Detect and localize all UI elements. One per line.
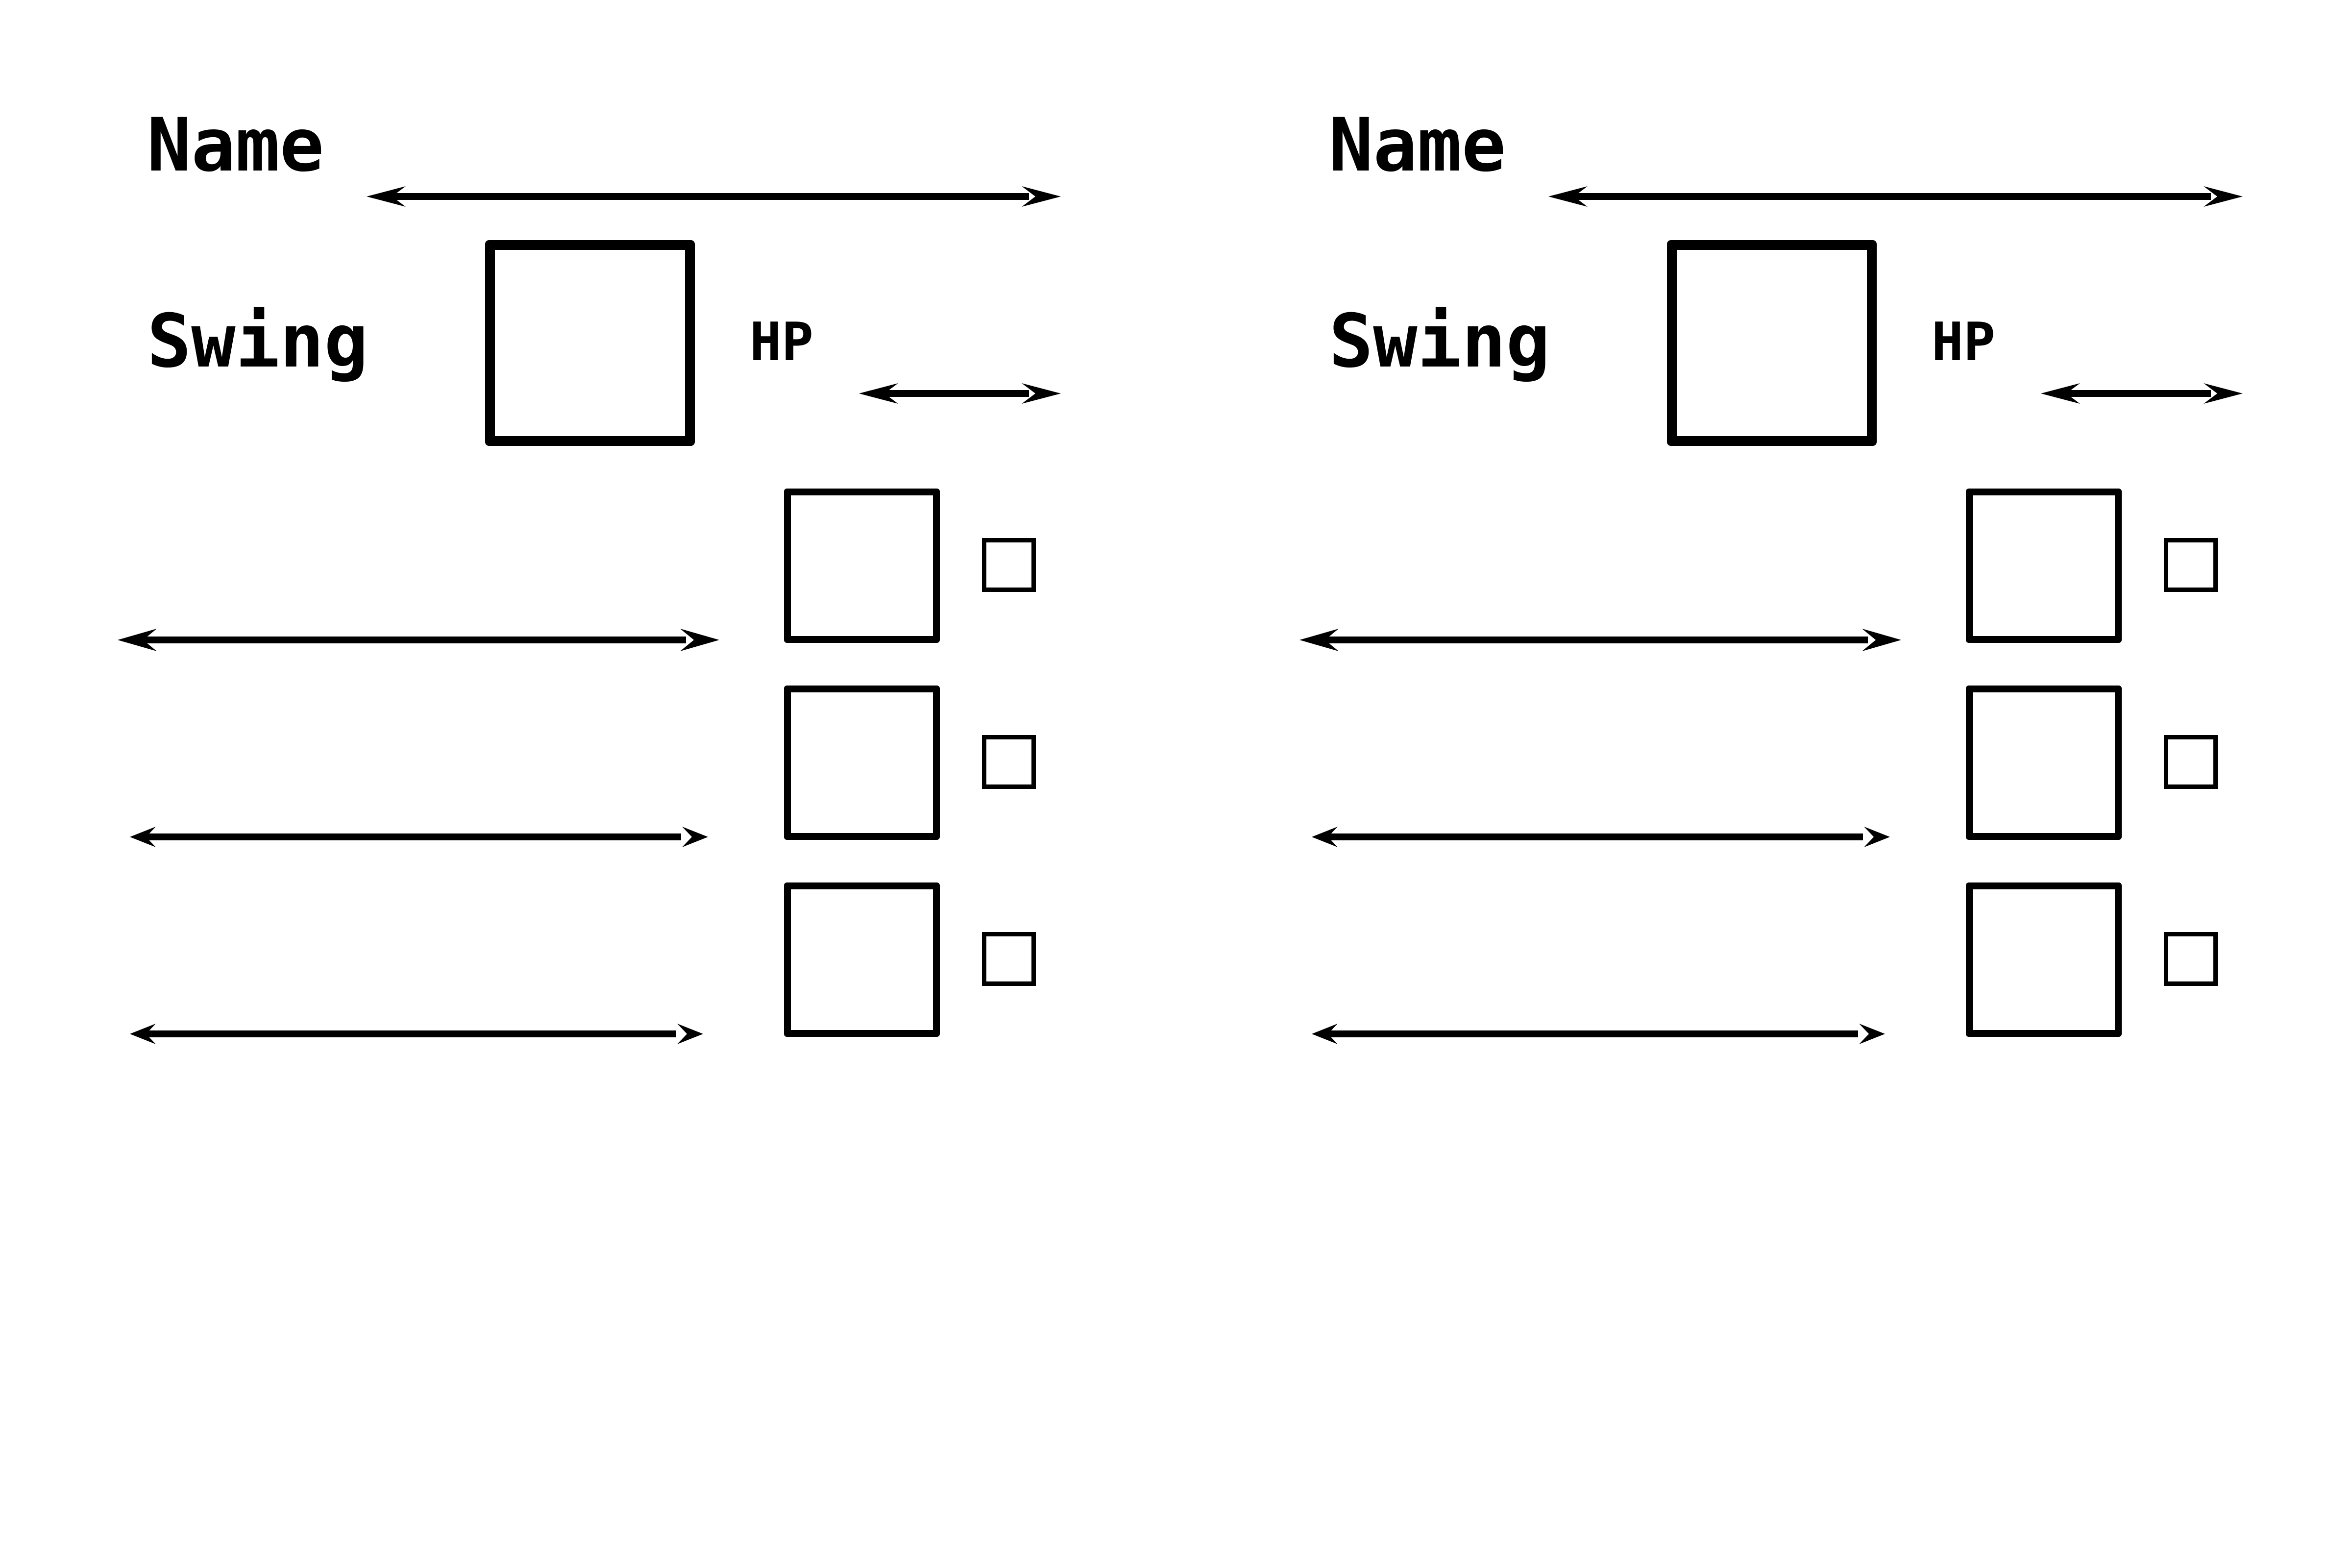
entry-value-box[interactable] (784, 489, 940, 643)
entry-line[interactable] (1312, 827, 1890, 847)
arrowhead-icon (2204, 186, 2243, 207)
name-field-line[interactable] (1548, 186, 2243, 207)
entry-checkbox[interactable] (982, 735, 1036, 789)
arrowhead-icon (1022, 383, 1061, 404)
entry-value-box[interactable] (1966, 686, 2122, 840)
name-field-line[interactable] (367, 186, 1061, 207)
record-card-1: Name Swing HP (118, 103, 1061, 1044)
arrowhead-icon (130, 1024, 156, 1044)
arrowhead-icon (118, 629, 157, 651)
arrowhead-icon (677, 1024, 703, 1044)
arrowhead-icon (1864, 827, 1890, 847)
arrowhead-icon (859, 383, 898, 404)
entry-value-box[interactable] (1966, 489, 2122, 643)
swing-box[interactable] (485, 240, 695, 446)
entry-checkbox[interactable] (2164, 735, 2218, 789)
hp-label: HP (1932, 312, 1996, 373)
hp-field-line[interactable] (859, 383, 1061, 404)
entry-checkbox[interactable] (2164, 538, 2218, 592)
arrowhead-icon (1299, 629, 1339, 651)
arrowhead-icon (1862, 629, 1901, 651)
entry-line[interactable] (118, 629, 719, 651)
arrowhead-icon (1022, 186, 1061, 207)
arrowhead-icon (130, 827, 156, 847)
name-label: Name (1329, 103, 1506, 188)
record-card-2: Name Swing HP (1182, 0, 2352, 1568)
entry-line[interactable] (130, 1024, 703, 1044)
arrowhead-icon (680, 629, 719, 651)
hp-field-line[interactable] (2041, 383, 2243, 404)
arrowhead-icon (2204, 383, 2243, 404)
entry-value-box[interactable] (784, 882, 940, 1037)
entry-checkbox[interactable] (982, 538, 1036, 592)
entry-value-box[interactable] (784, 686, 940, 840)
arrowhead-icon (1312, 827, 1338, 847)
hp-label: HP (750, 312, 814, 373)
card-1-ink (118, 186, 1061, 1044)
swing-label: Swing (147, 299, 368, 384)
entry-checkbox[interactable] (982, 932, 1036, 986)
arrowhead-icon (367, 186, 406, 207)
card-2-ink (1299, 186, 2243, 1044)
arrowhead-icon (1859, 1024, 1885, 1044)
entry-value-box[interactable] (1966, 882, 2122, 1037)
entry-line[interactable] (1312, 1024, 1885, 1044)
entry-checkbox[interactable] (2164, 932, 2218, 986)
entry-line[interactable] (1299, 629, 1901, 651)
arrowhead-icon (1548, 186, 1588, 207)
arrowhead-icon (1312, 1024, 1338, 1044)
entry-line[interactable] (130, 827, 708, 847)
swing-box[interactable] (1667, 240, 1877, 446)
swing-label: Swing (1329, 299, 1550, 384)
name-label: Name (147, 103, 324, 188)
arrowhead-icon (682, 827, 708, 847)
arrowhead-icon (2041, 383, 2080, 404)
